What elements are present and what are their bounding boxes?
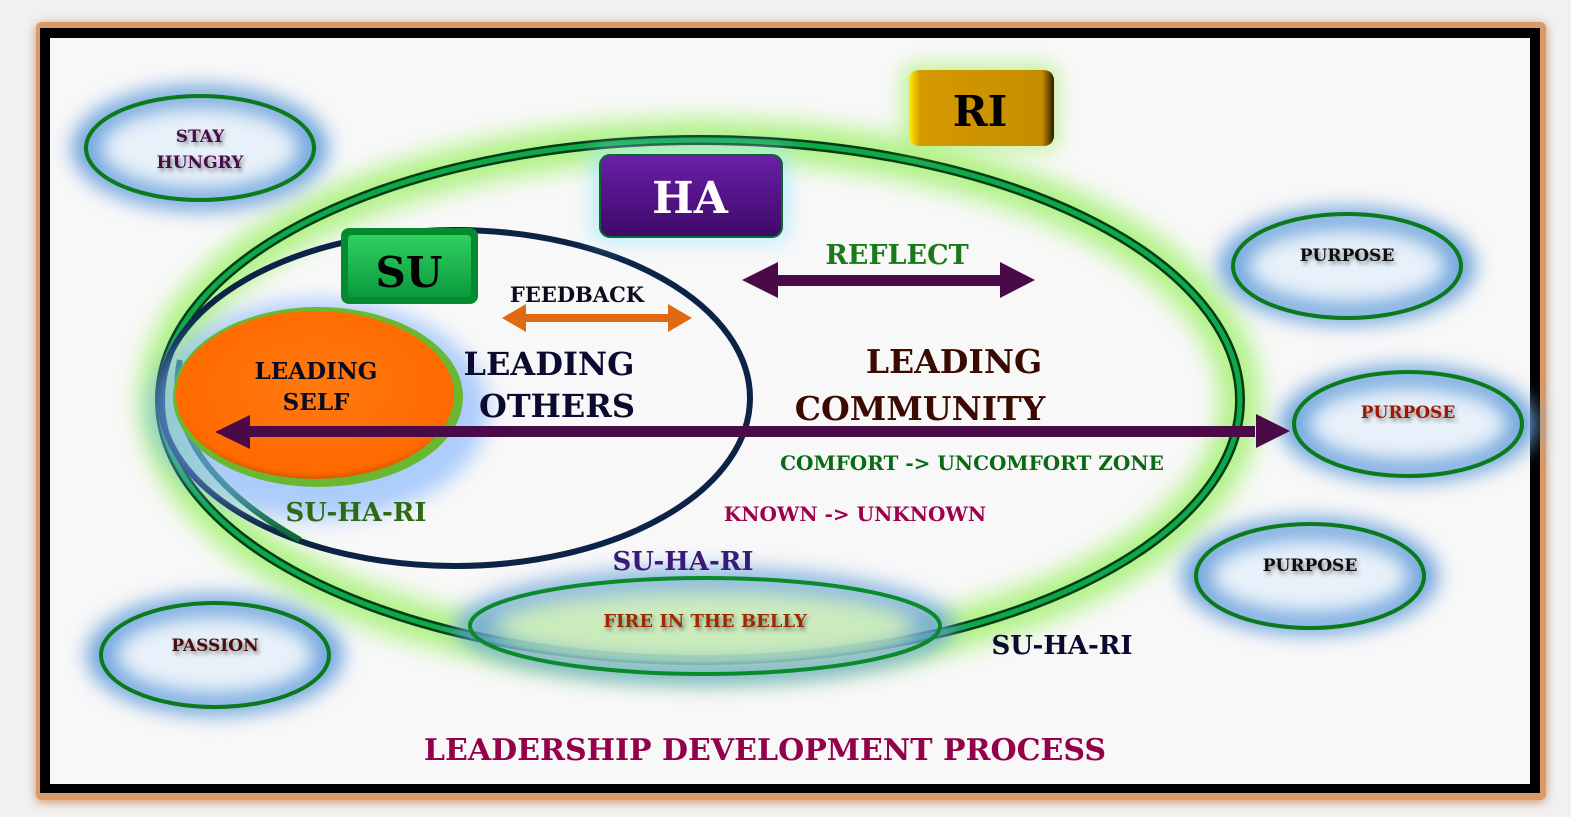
- purpose-bottom-label: PURPOSE: [1263, 556, 1358, 576]
- leading-community-line1: LEADING: [866, 342, 1042, 381]
- bubble-purpose-bottom: PURPOSE: [1182, 518, 1438, 634]
- growth-arrow: [215, 414, 1290, 449]
- ha-stage-box: HA: [592, 148, 788, 242]
- stay-hungry-line1: STAY: [176, 127, 225, 147]
- su-label: SU: [376, 248, 443, 297]
- suhari-community-label: SU-HA-RI: [991, 631, 1132, 661]
- diagram-title: LEADERSHIP DEVELOPMENT PROCESS: [424, 733, 1106, 768]
- feedback-arrow: FEEDBACK: [502, 282, 692, 332]
- bubble-purpose-middle: PURPOSE: [1280, 366, 1536, 482]
- ri-stage-box: RI: [902, 64, 1058, 150]
- known-unknown-label: KNOWN -> UNKNOWN: [724, 502, 986, 526]
- ha-label: HA: [652, 173, 729, 224]
- bubble-passion: PASSION: [87, 595, 343, 715]
- bubble-purpose-top: PURPOSE: [1219, 208, 1475, 324]
- bubble-fire-in-belly: FIRE IN THE BELLY: [455, 568, 955, 684]
- leading-self-line1: LEADING: [255, 358, 378, 385]
- fire-in-belly-label: FIRE IN THE BELLY: [603, 611, 808, 632]
- bubble-stay-hungry: STAY HUNGRY: [72, 86, 328, 210]
- purpose-top-label: PURPOSE: [1300, 246, 1395, 266]
- leading-self-circle: LEADING SELF: [148, 300, 488, 520]
- leading-others-line1: LEADING: [463, 345, 634, 383]
- ri-label: RI: [953, 87, 1008, 136]
- comfort-zone-label: COMFORT -> UNCOMFORT ZONE: [780, 451, 1164, 475]
- leading-self-line2: SELF: [283, 389, 350, 416]
- feedback-label: FEEDBACK: [510, 282, 645, 307]
- passion-label: PASSION: [171, 636, 258, 656]
- reflect-arrow: REFLECT: [742, 240, 1035, 298]
- leading-community-line2: COMMUNITY: [795, 389, 1046, 428]
- reflect-label: REFLECT: [825, 240, 968, 271]
- purpose-middle-label: PURPOSE: [1361, 403, 1456, 423]
- su-stage-box: SU: [341, 228, 478, 304]
- leading-others-line2: OTHERS: [479, 387, 635, 425]
- stay-hungry-line2: HUNGRY: [157, 153, 245, 173]
- suhari-others-label: SU-HA-RI: [612, 547, 753, 577]
- suhari-self-label: SU-HA-RI: [285, 498, 426, 528]
